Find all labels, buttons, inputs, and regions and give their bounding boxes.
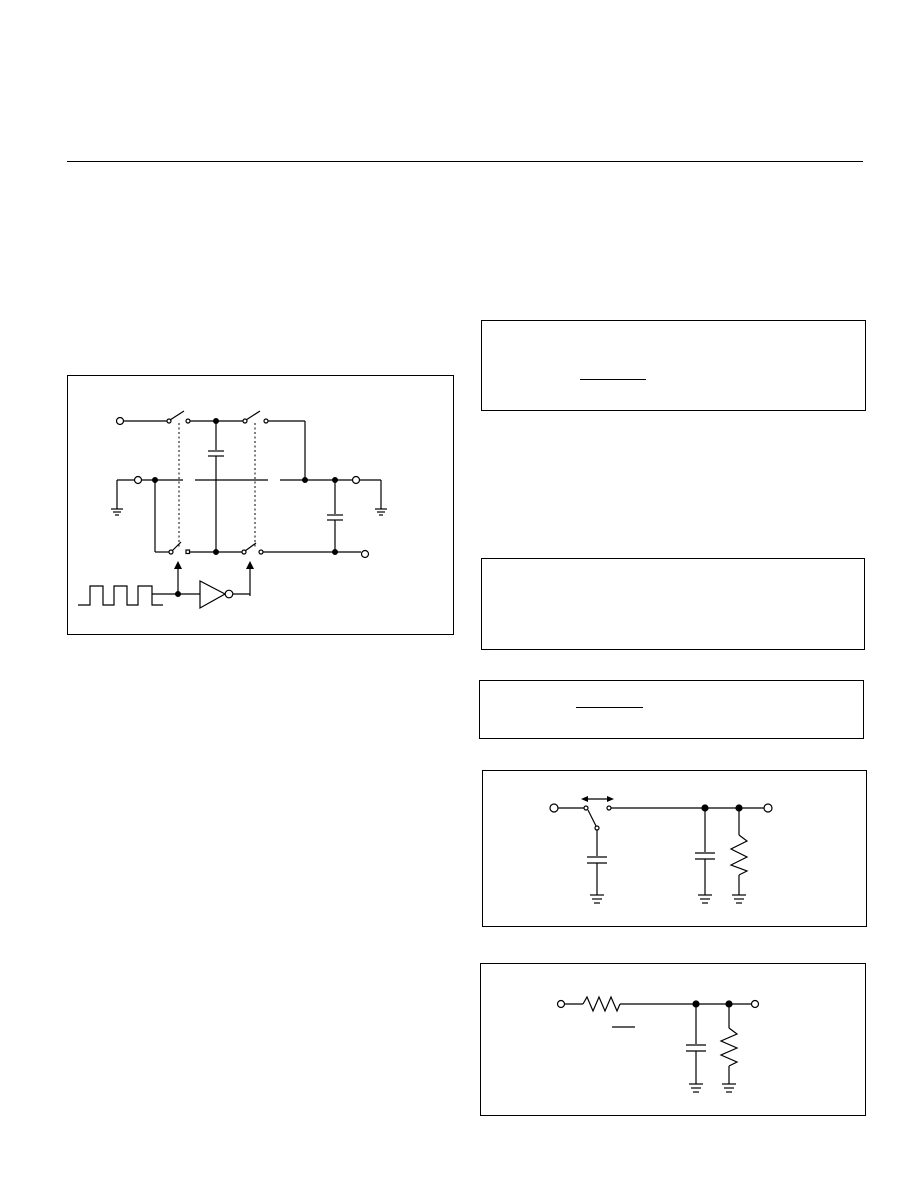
ground-icon xyxy=(590,894,604,904)
capacitor-icon xyxy=(208,450,224,457)
ground-icon xyxy=(689,1083,703,1093)
ground-icon xyxy=(732,894,746,904)
output-terminal-icon xyxy=(750,999,760,1009)
rc-equivalent-schematic xyxy=(556,995,760,1093)
capacitor-icon xyxy=(695,852,715,860)
ground-icon xyxy=(722,1083,736,1093)
switch-icon xyxy=(168,541,191,555)
ground-icon xyxy=(111,508,123,516)
double-arrow-icon xyxy=(581,796,614,802)
input-terminal-icon xyxy=(556,999,566,1009)
clock-waveform-icon xyxy=(78,585,163,606)
top-terminal-icon xyxy=(115,416,125,426)
resistor-icon xyxy=(582,995,621,1013)
switch-icon xyxy=(166,410,191,424)
capacitor-icon xyxy=(686,1044,706,1052)
resistor-icon xyxy=(729,834,749,876)
right-terminal-icon xyxy=(351,475,361,485)
bottom-terminal-icon xyxy=(360,549,370,559)
fraction-bar xyxy=(580,379,646,380)
spdt-switch-icon xyxy=(583,805,612,831)
output-terminal-icon xyxy=(763,803,773,813)
ground-icon xyxy=(375,508,387,516)
switch-cap-model-schematic xyxy=(549,796,773,904)
switch-icon xyxy=(242,410,269,424)
switched-cap-circuit-figure xyxy=(67,375,454,635)
inverter-icon xyxy=(199,580,234,610)
capacitor-icon xyxy=(327,514,343,521)
switch-cap-model-figure xyxy=(482,770,867,927)
fraction-bar xyxy=(576,707,643,708)
equation-box-2 xyxy=(481,558,865,650)
equation-box-1 xyxy=(481,320,866,411)
equation-box-3 xyxy=(479,680,864,739)
ground-icon xyxy=(698,894,712,904)
rc-equivalent-figure xyxy=(480,963,866,1116)
switch-icon xyxy=(241,542,264,555)
resistor-icon xyxy=(719,1027,739,1067)
input-terminal-icon xyxy=(549,803,559,813)
switched-cap-circuit-schematic xyxy=(78,410,387,610)
left-terminal-icon xyxy=(133,475,143,485)
header-rule xyxy=(67,161,863,162)
capacitor-icon xyxy=(587,856,607,864)
